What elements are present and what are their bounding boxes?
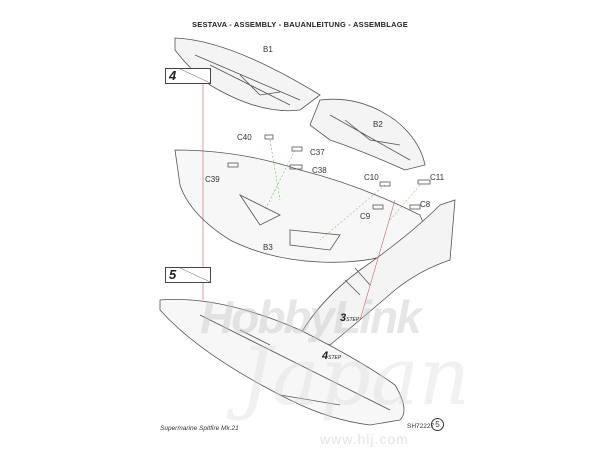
part-c10: [379, 181, 391, 187]
substep-3: 3STEP: [340, 312, 360, 324]
part-c8: [409, 204, 421, 210]
part-c38: [289, 164, 303, 170]
part-c37: [291, 146, 303, 152]
label-c40: C40: [237, 133, 252, 142]
watermark-brand: HobbyLink: [200, 291, 422, 343]
assembled-wing: [159, 299, 405, 426]
page-number: 5: [431, 418, 444, 431]
label-c38: C38: [312, 166, 327, 175]
label-c11: C11: [430, 173, 445, 182]
label-c8: C8: [420, 200, 431, 209]
part-c11: [417, 179, 431, 185]
step-5-marker: 5: [165, 267, 211, 283]
page-title: SESTAVA - ASSEMBLY - BAUANLEITUNG - ASSE…: [192, 20, 408, 29]
step-4-marker: 4: [165, 68, 211, 84]
watermark-url: www.hlj.com: [320, 431, 409, 447]
label-c10: C10: [364, 173, 379, 182]
model-name: Supermarine Spitfire Mk.21: [160, 425, 239, 432]
part-c9: [372, 204, 384, 210]
label-c9: C9: [360, 212, 371, 221]
watermark-script: Japan: [240, 330, 471, 423]
kit-code: SH72227: [407, 423, 435, 430]
label-b1: B1: [263, 45, 273, 54]
part-c39: [227, 162, 239, 168]
label-b2: B2: [373, 120, 383, 129]
part-c40: [264, 134, 274, 140]
lower-wing-b3: [174, 149, 431, 263]
upper-wing-b2: [309, 98, 426, 171]
label-c37: C37: [310, 148, 325, 157]
label-b3: B3: [263, 243, 273, 252]
label-c39: C39: [205, 175, 220, 184]
substep-4: 4STEP: [322, 350, 342, 362]
fuselage: [299, 199, 456, 346]
